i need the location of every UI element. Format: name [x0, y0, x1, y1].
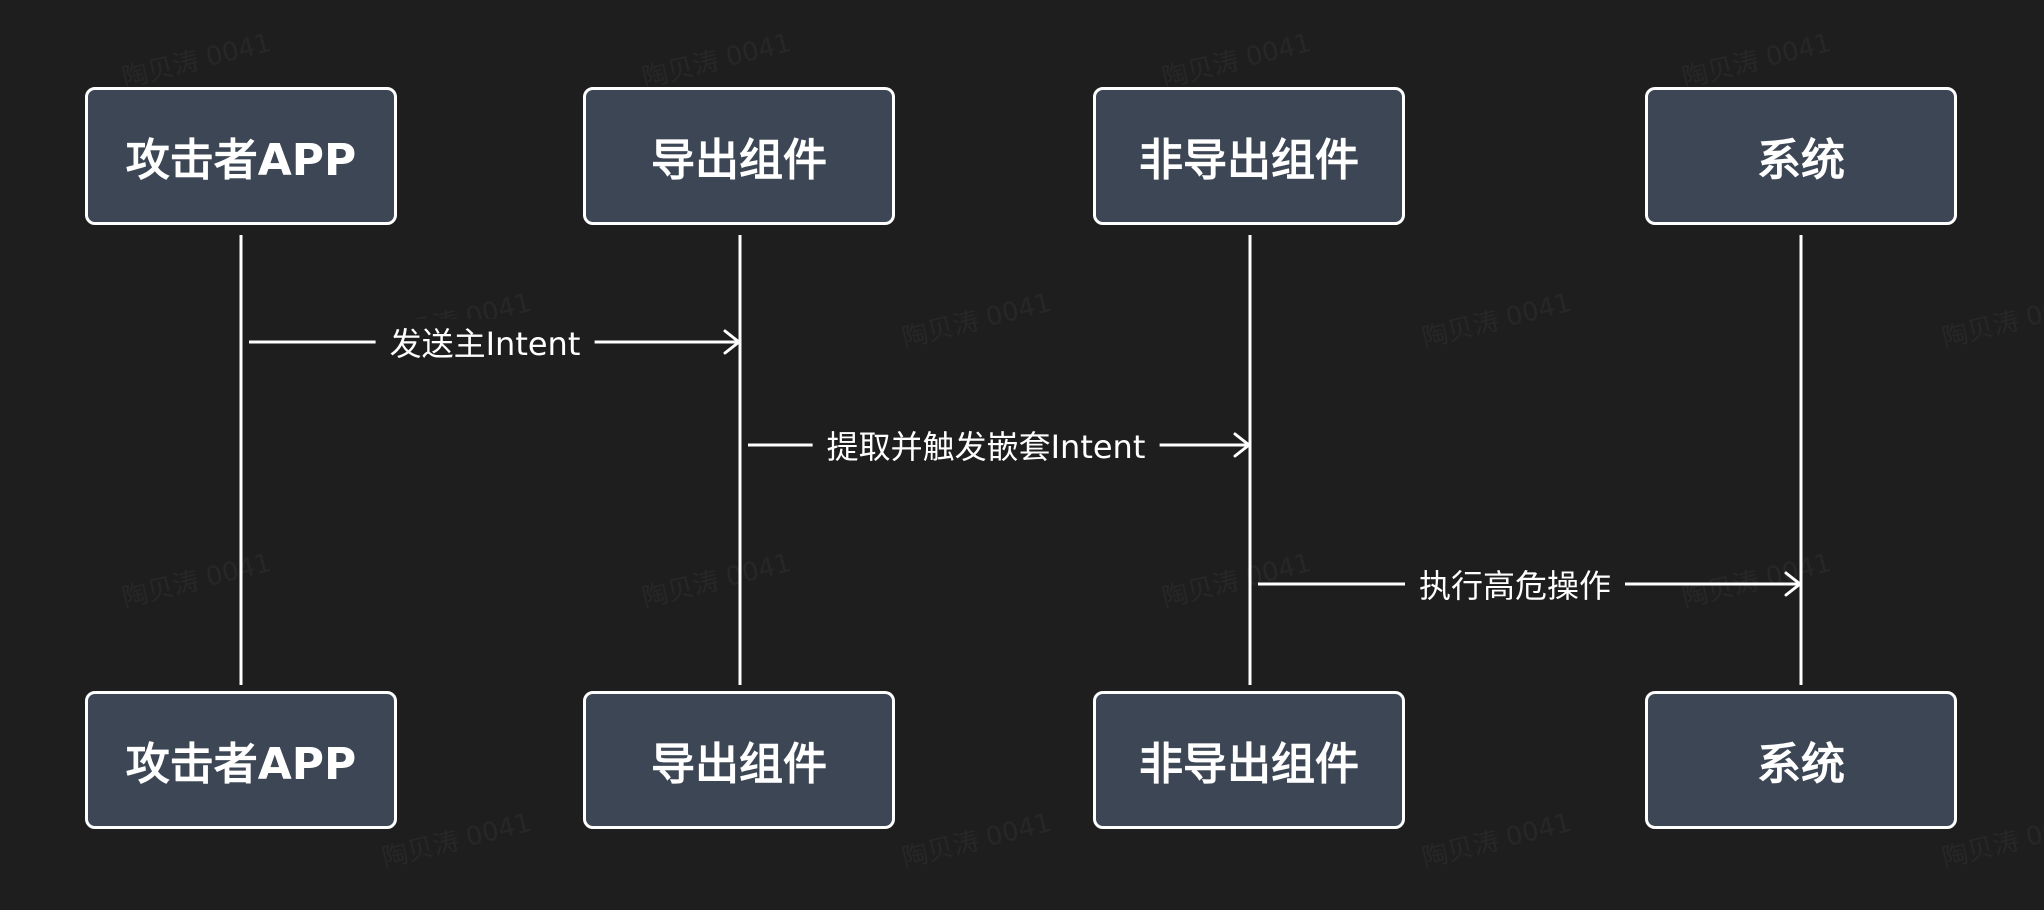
actor-bottom-system: 系统 — [1645, 691, 1957, 829]
actor-bottom-exported-component: 导出组件 — [583, 691, 895, 829]
actor-label: 非导出组件 — [1139, 739, 1359, 790]
actor-label: 系统 — [1757, 135, 1845, 186]
lifelines — [239, 235, 1803, 685]
arrowhead — [723, 329, 741, 355]
actor-label: 导出组件 — [651, 739, 827, 790]
message-label-execute-high-risk-op: 执行高危操作 — [1404, 561, 1626, 607]
actor-top-system: 系统 — [1645, 87, 1957, 225]
actor-top-exported-component: 导出组件 — [583, 87, 895, 225]
actor-label: 非导出组件 — [1139, 135, 1359, 186]
actor-label: 导出组件 — [651, 135, 827, 186]
actor-bottom-attacker-app: 攻击者APP — [85, 691, 397, 829]
arrowhead — [1784, 571, 1802, 597]
actor-top-non-exported-component: 非导出组件 — [1093, 87, 1405, 225]
actor-bottom-non-exported-component: 非导出组件 — [1093, 691, 1405, 829]
actor-label: 系统 — [1757, 739, 1845, 790]
actor-label: 攻击者APP — [125, 739, 357, 790]
message-label-extract-trigger-nested-intent: 提取并触发嵌套Intent — [812, 422, 1160, 468]
arrowhead — [1233, 432, 1251, 458]
actor-top-attacker-app: 攻击者APP — [85, 87, 397, 225]
message-label-send-main-intent: 发送主Intent — [375, 319, 595, 365]
actor-label: 攻击者APP — [125, 135, 357, 186]
